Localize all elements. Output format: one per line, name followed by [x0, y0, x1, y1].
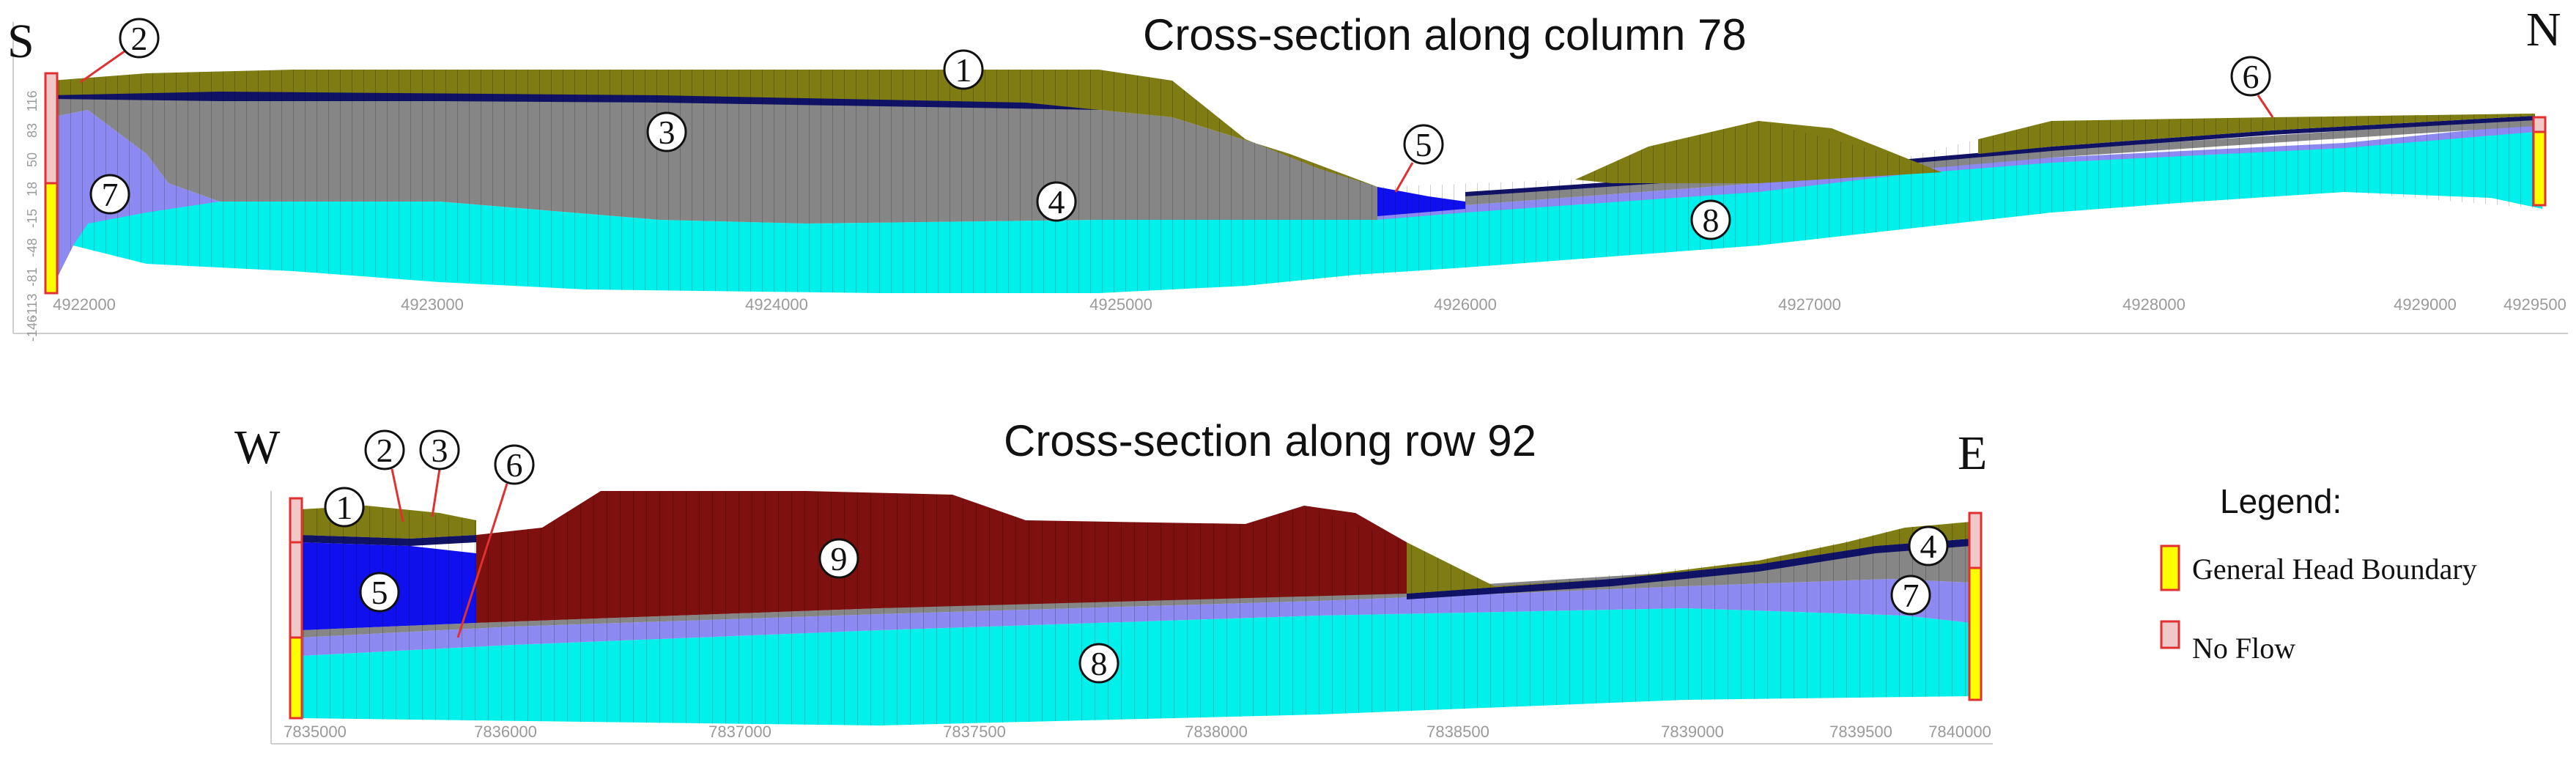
legend-label-noflow: No Flow [2192, 632, 2295, 665]
top-y-tick: 116 [25, 91, 40, 112]
top-callout-2: 2 [80, 18, 160, 84]
top-layer-column-grid [51, 70, 2542, 293]
legend-item-noflow: No Flow [2160, 620, 2295, 665]
top-y-tick: 83 [25, 123, 40, 138]
top-callout-1: 1 [943, 49, 984, 90]
bottom-layers [300, 491, 1971, 725]
top-x-axis: 4922000 4923000 4924000 4925000 4926000 … [53, 295, 2566, 314]
bottom-right-ghb-bar [1968, 566, 1983, 701]
top-x-tick: 4925000 [1089, 295, 1152, 314]
bottom-x-tick: 7837500 [943, 723, 1006, 741]
bottom-callout-2: 2 [364, 429, 405, 522]
top-y-tick: -48 [25, 238, 40, 257]
top-cross-section: 116 83 50 18 -15 -48 -81 -113 -146 49220… [7, 3, 2568, 341]
top-left-noflow-bar [44, 72, 59, 185]
bottom-callout-1: 1 [324, 487, 365, 528]
bottom-left-direction-label: W [234, 421, 281, 474]
bottom-layer-column-grid [300, 491, 1971, 725]
svg-text:3: 3 [432, 432, 448, 469]
bottom-x-tick: 7835000 [284, 723, 347, 741]
svg-text:1: 1 [955, 51, 972, 89]
bottom-left-noflow-bar-upper [289, 497, 303, 544]
bottom-left-noflow-bar-lower [289, 541, 303, 639]
bottom-callout-9: 9 [818, 538, 859, 579]
bottom-callout-6: 6 [456, 444, 535, 638]
top-callout-6: 6 [2230, 56, 2274, 118]
legend: Legend: General Head Boundary No Flow [2160, 482, 2477, 665]
svg-text:7: 7 [102, 176, 119, 213]
bottom-left-ghb-bar [289, 636, 303, 720]
top-section-title: Cross-section along column 78 [1143, 10, 1747, 59]
top-left-ghb-bar [44, 182, 59, 295]
bottom-callout-8: 8 [1078, 643, 1119, 684]
bottom-callout-7: 7 [1890, 575, 1931, 616]
svg-text:8: 8 [1091, 645, 1108, 682]
bottom-x-tick: 7837000 [708, 723, 771, 741]
svg-text:6: 6 [2243, 58, 2259, 95]
top-callouts: 1 2 3 4 5 6 [80, 18, 2274, 240]
top-x-tick: 4929000 [2394, 295, 2457, 314]
svg-text:3: 3 [659, 114, 676, 151]
bottom-x-tick: 7838000 [1185, 723, 1248, 741]
svg-text:6: 6 [506, 446, 523, 484]
svg-text:9: 9 [831, 540, 848, 577]
bottom-callouts: 1 2 3 4 5 6 [324, 429, 1949, 684]
top-y-tick: -15 [25, 209, 40, 228]
svg-text:2: 2 [377, 432, 393, 469]
bottom-callout-5: 5 [359, 572, 400, 613]
legend-item-ghb: General Head Boundary [2160, 544, 2477, 591]
legend-swatch-ghb [2160, 544, 2180, 591]
bottom-callout-4: 4 [1908, 525, 1949, 566]
bottom-section-title: Cross-section along row 92 [1004, 416, 1536, 465]
top-right-noflow-bar [2532, 116, 2547, 133]
top-callout-8: 8 [1690, 199, 1731, 240]
svg-text:5: 5 [1415, 126, 1432, 163]
top-layers [51, 70, 2542, 293]
top-callout-4: 4 [1036, 181, 1077, 222]
top-x-tick: 4922000 [53, 295, 116, 314]
bottom-x-tick: 7839500 [1829, 723, 1892, 741]
bottom-callout-3: 3 [419, 429, 460, 517]
svg-text:7: 7 [1903, 577, 1920, 614]
top-y-axis: 116 83 50 18 -15 -48 -81 -113 -146 [25, 91, 40, 341]
legend-swatch-noflow [2160, 620, 2180, 649]
svg-text:8: 8 [1703, 202, 1720, 239]
bottom-x-tick: 7836000 [474, 723, 537, 741]
top-y-tick: -81 [25, 267, 40, 287]
bottom-right-direction-label: E [1958, 426, 1987, 480]
top-x-tick: 4926000 [1434, 295, 1497, 314]
bottom-right-noflow-bar [1968, 512, 1983, 569]
bottom-x-tick: 7840000 [1928, 723, 1991, 741]
top-callout-7: 7 [89, 174, 130, 215]
svg-text:1: 1 [336, 489, 353, 526]
top-y-tick: -113 [25, 294, 40, 320]
top-y-tick: 18 [25, 182, 40, 196]
svg-text:4: 4 [1048, 183, 1065, 221]
top-callout-5: 5 [1394, 124, 1444, 193]
bottom-cross-section: 7835000 7836000 7837000 7837500 7838000 … [234, 416, 1993, 745]
legend-label-ghb: General Head Boundary [2192, 553, 2477, 586]
top-x-tick: 4927000 [1778, 295, 1841, 314]
svg-text:5: 5 [371, 574, 388, 611]
top-y-tick: -146 [25, 315, 40, 341]
top-y-tick: 50 [25, 152, 40, 167]
top-x-tick: 4924000 [745, 295, 808, 314]
top-callout-3: 3 [646, 111, 687, 152]
top-right-ghb-bar [2532, 130, 2547, 207]
top-x-tick: 4923000 [401, 295, 464, 314]
legend-title: Legend: [2220, 482, 2342, 520]
bottom-x-tick: 7839000 [1661, 723, 1724, 741]
top-x-tick: 4928000 [2122, 295, 2185, 314]
bottom-x-axis: 7835000 7836000 7837000 7837500 7838000 … [284, 723, 1991, 741]
top-x-tick: 4929500 [2503, 295, 2566, 314]
top-right-direction-label: N [2526, 3, 2561, 56]
svg-text:2: 2 [131, 20, 148, 57]
bottom-x-tick: 7838500 [1426, 723, 1489, 741]
svg-text:4: 4 [1920, 528, 1937, 565]
top-left-direction-label: S [7, 15, 34, 68]
